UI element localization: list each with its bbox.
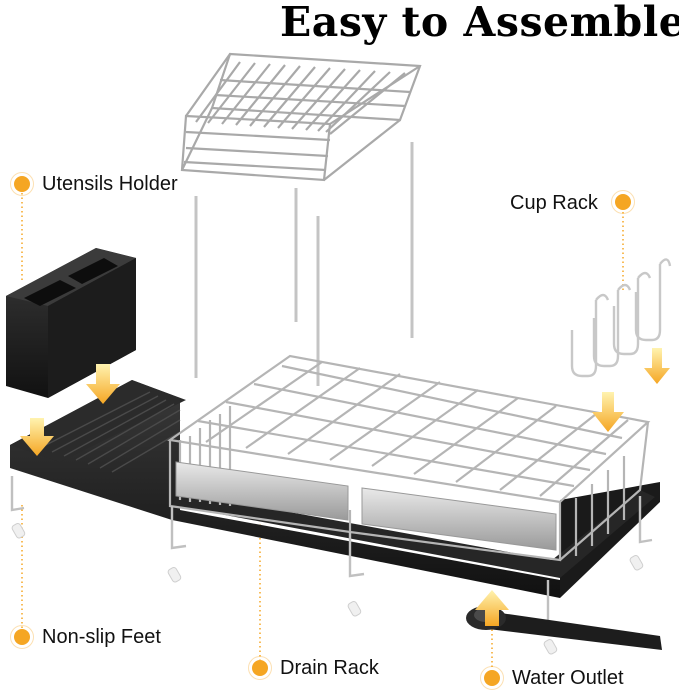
support-rods [194,142,414,386]
utensils-holder-box [6,248,136,398]
upper-wire-basket [180,52,422,182]
drain-rack-label: Drain Rack [280,657,379,679]
black-tray [10,380,660,598]
water-outlet-marker [480,666,504,690]
leader-lines [21,193,624,670]
cup-rack-hooks [570,258,672,378]
assembly-arrows [20,348,670,626]
non-slip-feet-caps [11,523,644,655]
page-title: Easy to Assemble [280,0,679,46]
cup-rack-marker [611,190,635,214]
main-wire-rack [167,354,651,562]
non-slip-feet-marker [10,625,34,649]
non-slip-feet-label: Non-slip Feet [42,626,161,648]
front-panels [175,461,557,551]
utensils-holder-marker [10,172,34,196]
utensils-holder-label: Utensils Holder [42,173,178,195]
drain-rack-marker [248,656,272,680]
cup-rack-label: Cup Rack [510,192,598,214]
water-outlet-label: Water Outlet [512,667,624,689]
